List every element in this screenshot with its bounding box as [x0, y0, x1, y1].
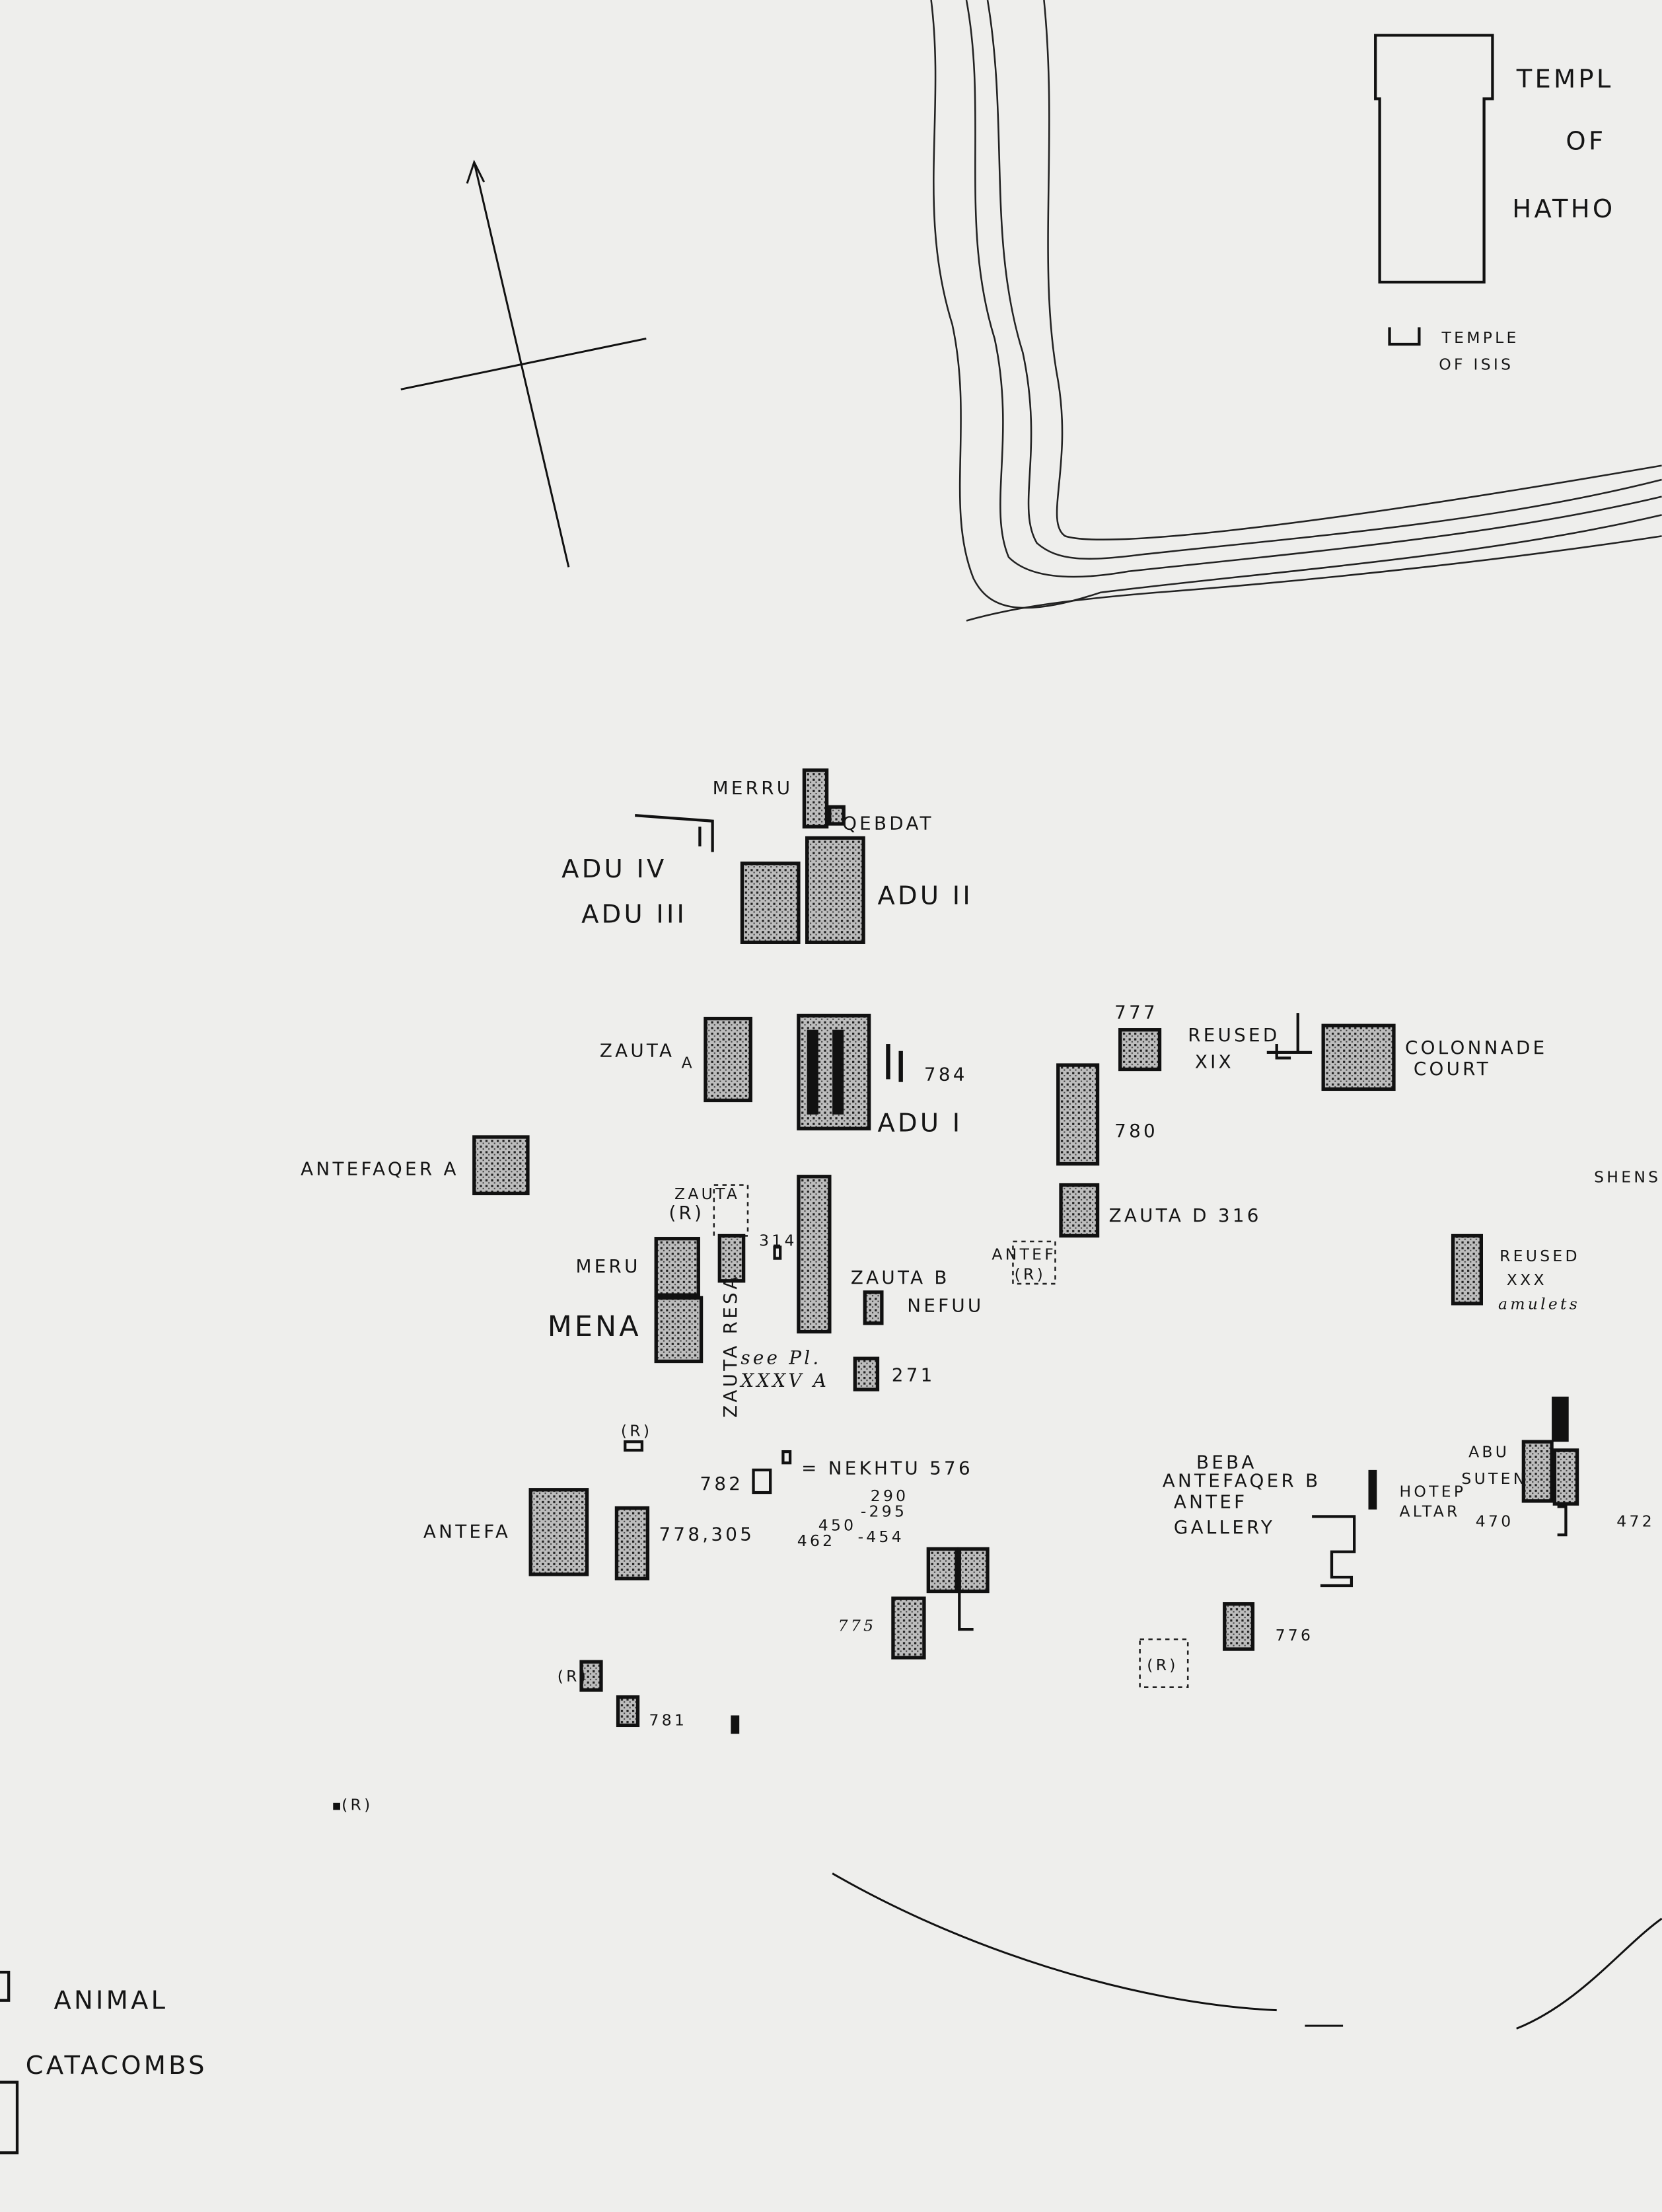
label-shense: SHENSE: [1594, 1167, 1662, 1186]
temple-hathor-label-2: OF: [1566, 126, 1606, 156]
label-780: 780: [1114, 1120, 1158, 1142]
legend-catacombs: CATACOMBS: [26, 2051, 207, 2081]
temple-of-isis: TEMPLE OF ISIS: [1388, 327, 1519, 373]
label-zauta-resa: ZAUTA RESA: [719, 1274, 741, 1418]
label-reused-xix-1: REUSED: [1188, 1024, 1280, 1046]
label-784: 784: [924, 1064, 968, 1086]
label-nekhtu: = NEKHTU 576: [801, 1457, 973, 1479]
label-antefaqer-a: ANTEFAQER A: [301, 1158, 459, 1180]
label-450: 450: [818, 1516, 857, 1535]
label-antefa: ANTEFA: [423, 1520, 511, 1542]
label-adu-iv: ADU IV: [561, 854, 667, 884]
label-hotep: HOTEP: [1399, 1482, 1466, 1500]
label-suten: SUTEN: [1461, 1469, 1527, 1488]
label-court: COURT: [1414, 1058, 1491, 1080]
temple-of-hathor: TEMPL OF HATHO: [1374, 34, 1615, 284]
label-777: 777: [1114, 1002, 1158, 1023]
label-antef-r-mark: (R): [1015, 1265, 1046, 1284]
label-adu-ii: ADU II: [877, 881, 973, 911]
label-781: 781: [649, 1711, 688, 1729]
label-r-2: (R): [1147, 1656, 1178, 1674]
label-antef-r: ANTEF: [992, 1245, 1056, 1264]
label-meru: MERU: [576, 1255, 641, 1277]
label-nefuu: NEFUU: [907, 1295, 984, 1317]
label-314: 314: [759, 1231, 797, 1249]
label-290: 290: [871, 1487, 909, 1505]
temple-isis-label-2: OF ISIS: [1439, 355, 1513, 373]
north-arrow-icon: [400, 159, 647, 568]
label-775: 775: [838, 1616, 877, 1635]
temple-isis-label-1: TEMPLE: [1441, 328, 1519, 347]
label-295: -295: [861, 1502, 907, 1520]
label-472: 472: [1616, 1512, 1655, 1530]
label-colonnade: COLONNADE: [1405, 1037, 1547, 1058]
label-xxxv-a: XXXV A: [739, 1370, 829, 1391]
tomb-plans: [333, 768, 1579, 1810]
label-reused-xxx-2: XXX: [1507, 1271, 1547, 1289]
label-271: 271: [892, 1364, 935, 1385]
label-antefaqer-b: ANTEFAQER B: [1163, 1470, 1321, 1492]
label-adu-i: ADU I: [877, 1108, 962, 1138]
legend-animal: ANIMAL: [54, 1986, 168, 2016]
label-778-305: 778,305: [659, 1524, 755, 1545]
label-zauta-b: ZAUTA B: [851, 1267, 950, 1288]
site-labels: MERRU QEBDAT ADU IV ADU III ADU II ZAUTA…: [301, 777, 1662, 1814]
label-merru: MERRU: [713, 777, 793, 799]
label-gallery: GALLERY: [1174, 1516, 1275, 1538]
label-r-4: (R): [342, 1795, 373, 1814]
label-r-3: (R): [558, 1667, 589, 1685]
label-abu: ABU: [1468, 1443, 1509, 1461]
label-zauta-r: ZAUTA: [674, 1185, 740, 1203]
river-channel: [930, 0, 1662, 622]
temple-hathor-label-3: HATHO: [1512, 194, 1615, 224]
label-see-pl: see Pl.: [741, 1347, 821, 1369]
label-beba: BEBA: [1196, 1452, 1257, 1473]
label-reused-xix-2: XIX: [1195, 1051, 1234, 1072]
label-reused-xxx-1: REUSED: [1499, 1247, 1580, 1265]
label-zauta-r-mark: (R): [668, 1202, 704, 1224]
label-zauta-d: ZAUTA D 316: [1109, 1204, 1262, 1226]
label-782: 782: [700, 1473, 743, 1494]
temple-hathor-label-1: TEMPL: [1516, 64, 1614, 94]
label-amulets: amulets: [1498, 1294, 1580, 1313]
label-454: -454: [858, 1528, 904, 1546]
label-adu-iii: ADU III: [581, 899, 687, 929]
label-zauta-a: ZAUTA: [600, 1039, 674, 1061]
label-r-1: (R): [621, 1422, 652, 1440]
legend: ANIMAL CATACOMBS: [0, 1970, 207, 2155]
label-zauta-a-sub: A: [682, 1053, 695, 1072]
label-mena: MENA: [548, 1310, 641, 1343]
label-altar: ALTAR: [1399, 1502, 1460, 1520]
label-776: 776: [1276, 1626, 1314, 1644]
label-qebdat: QEBDAT: [842, 813, 934, 834]
contour-lines: [832, 1872, 1662, 2030]
label-462: 462: [797, 1531, 836, 1550]
label-470: 470: [1476, 1512, 1514, 1530]
label-antef: ANTEF: [1174, 1491, 1248, 1513]
